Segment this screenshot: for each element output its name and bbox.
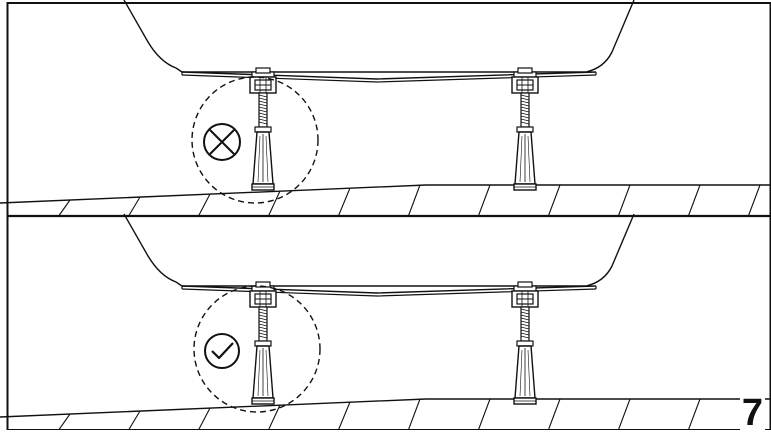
check-circle-icon	[204, 333, 240, 369]
panel-correct	[0, 214, 771, 430]
panel-incorrect	[0, 0, 771, 217]
step-number: 7	[739, 392, 765, 434]
cross-circle-icon	[203, 123, 241, 161]
highlight-circle	[191, 76, 319, 204]
highlight-circle	[193, 285, 321, 413]
